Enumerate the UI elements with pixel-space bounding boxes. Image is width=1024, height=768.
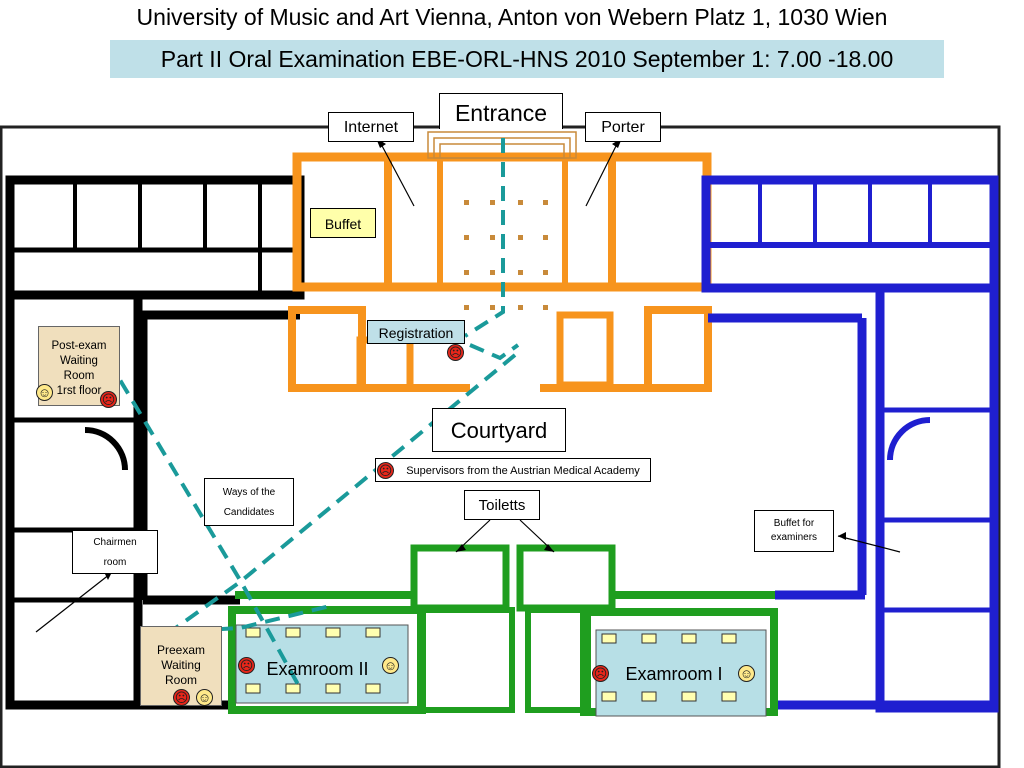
registration-label: Registration <box>367 320 465 344</box>
buffet-examiners-label: Buffet for examiners <box>754 510 834 552</box>
chairmen-line-1: Chairmen <box>93 537 137 548</box>
ways-line-2: Candidates <box>223 507 275 518</box>
internet-label: Internet <box>328 112 414 142</box>
post-exam-line-4: 1rst floor <box>56 385 102 397</box>
courtyard-label: Courtyard <box>432 408 566 452</box>
pre-exam-line-1: Preexam <box>156 643 206 657</box>
buffet-examiners-line-1: Buffet for <box>773 518 815 529</box>
right-wing <box>701 175 999 713</box>
ways-line-1: Ways of the <box>222 487 276 498</box>
candidate-paths <box>106 138 520 689</box>
buffet-label: Buffet <box>310 208 376 238</box>
arrow-heads <box>104 138 846 580</box>
examroom-2-label: Examroom II <box>266 659 369 679</box>
examroom-1-area <box>595 629 767 717</box>
back-wing <box>228 544 778 716</box>
examroom-1-label: Examroom I <box>625 664 723 684</box>
frowning-face-icon: ☹ <box>238 657 255 674</box>
frowning-face-icon: ☹ <box>173 689 190 706</box>
smiling-face-icon: ☺ <box>738 665 755 682</box>
frowning-face-icon: ☹ <box>447 344 464 361</box>
frowning-face-icon: ☹ <box>100 391 117 408</box>
page-subtitle: Part II Oral Examination EBE-ORL-HNS 201… <box>110 40 944 78</box>
post-exam-line-2: Waiting <box>60 355 98 367</box>
chairmen-room-label: Chairmen room <box>72 530 158 574</box>
exam-desks <box>245 627 737 702</box>
page-title: University of Music and Art Vienna, Anto… <box>136 4 888 30</box>
front-wing <box>288 152 712 392</box>
smiling-face-icon: ☺ <box>36 384 53 401</box>
smiling-face-icon: ☺ <box>382 657 399 674</box>
ways-of-candidates-label: Ways of the Candidates <box>204 478 294 526</box>
post-exam-line-1: Post-exam <box>51 340 107 352</box>
chairmen-line-2: room <box>103 557 127 568</box>
pre-exam-line-3: Room <box>164 673 197 687</box>
pre-exam-line-2: Waiting <box>161 658 201 672</box>
supervisors-label: Supervisors from the Austrian Medical Ac… <box>375 458 651 482</box>
buffet-examiners-line-2: examiners <box>770 532 818 543</box>
toiletts-label: Toiletts <box>464 490 540 520</box>
frowning-face-icon: ☹ <box>592 665 609 682</box>
frowning-face-icon: ☹ <box>377 462 394 479</box>
entrance-label: Entrance <box>439 93 563 129</box>
post-exam-line-3: Room <box>63 370 95 382</box>
porter-label: Porter <box>585 112 661 142</box>
hall-columns <box>464 200 548 310</box>
smiling-face-icon: ☺ <box>196 689 213 706</box>
